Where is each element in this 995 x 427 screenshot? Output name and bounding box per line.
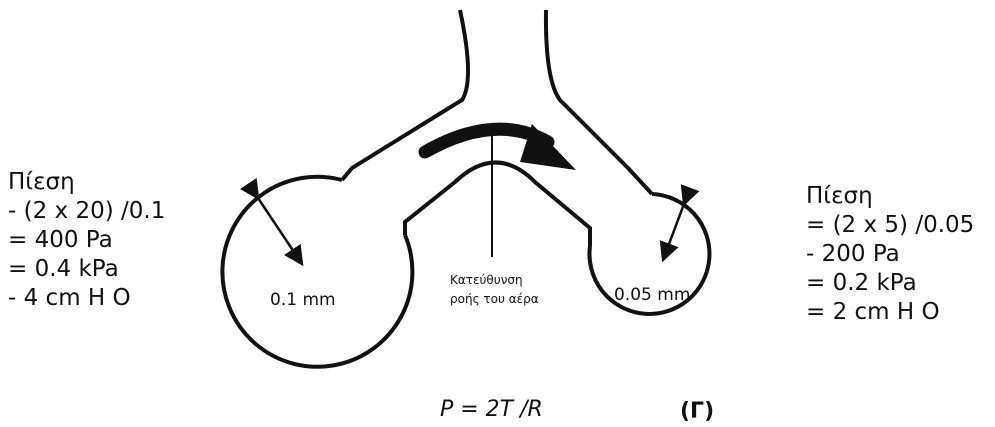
left-pressure-line-3: = 0.4 kPa [8,255,165,284]
left-pressure-heading: Πίεση [8,168,165,197]
airway-outline-left [342,10,468,180]
left-pressure-line-1: - (2 x 20) /0.1 [8,197,165,226]
right-pressure-calculation: Πίεση = (2 x 5) /0.05 - 200 Pa = 0.2 kPa… [806,182,974,327]
panel-label: (Γ) [680,399,714,424]
large-alveolus-outline [222,177,412,367]
laplace-formula: P = 2T /R [440,397,543,422]
large-radius-arrow [258,198,302,264]
airway-inner-wall [405,163,590,247]
right-pressure-line-1: = (2 x 5) /0.05 [806,211,974,240]
right-pressure-heading: Πίεση [806,182,974,211]
airflow-label-line1: Κατεύθυνση [450,273,523,287]
left-pressure-line-4: - 4 cm H O [8,284,165,313]
left-pressure-line-2: = 400 Pa [8,226,165,255]
small-radius-label: 0.05 mm [614,285,690,305]
left-pressure-calculation: Πίεση - (2 x 20) /0.1 = 400 Pa = 0.4 kPa… [8,168,165,313]
airflow-label-line2: ροής του αέρα [450,292,539,306]
small-radius-arrow [663,204,684,260]
right-pressure-line-4: = 2 cm H O [806,298,974,327]
right-pressure-line-3: = 0.2 kPa [806,269,974,298]
right-pressure-line-2: - 200 Pa [806,240,974,269]
large-radius-label: 0.1 mm [270,290,336,310]
